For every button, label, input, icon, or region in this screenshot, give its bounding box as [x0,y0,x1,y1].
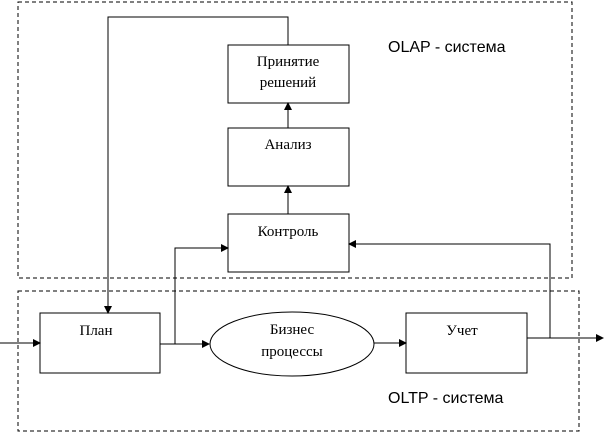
plan-box [39,312,161,374]
decisions-label-line2: решений [260,75,316,91]
decisions-label-line1: Принятие [257,54,320,70]
decisions-box [227,44,350,104]
oltp-region-label: OLTP - система [388,390,504,407]
arrow-decisions-to-plan [104,16,289,314]
olap-region-label: OLAP - система [388,39,506,56]
olap-region [17,1,573,279]
control-box [227,213,350,273]
business-label-line1: Бизнес [270,322,315,338]
business-ellipse [209,311,375,377]
control-label: Контроль [258,224,319,240]
arrow-accounting-to-control [348,240,551,338]
business-label-line2: процессы [261,344,322,360]
analysis-box [227,127,350,187]
accounting-label: Учет [446,323,478,339]
plan-label: План [79,323,112,339]
oltp-region [17,290,580,432]
arrow-plan-to-control [174,244,229,344]
analysis-label: Анализ [264,137,311,153]
accounting-box [405,312,528,374]
